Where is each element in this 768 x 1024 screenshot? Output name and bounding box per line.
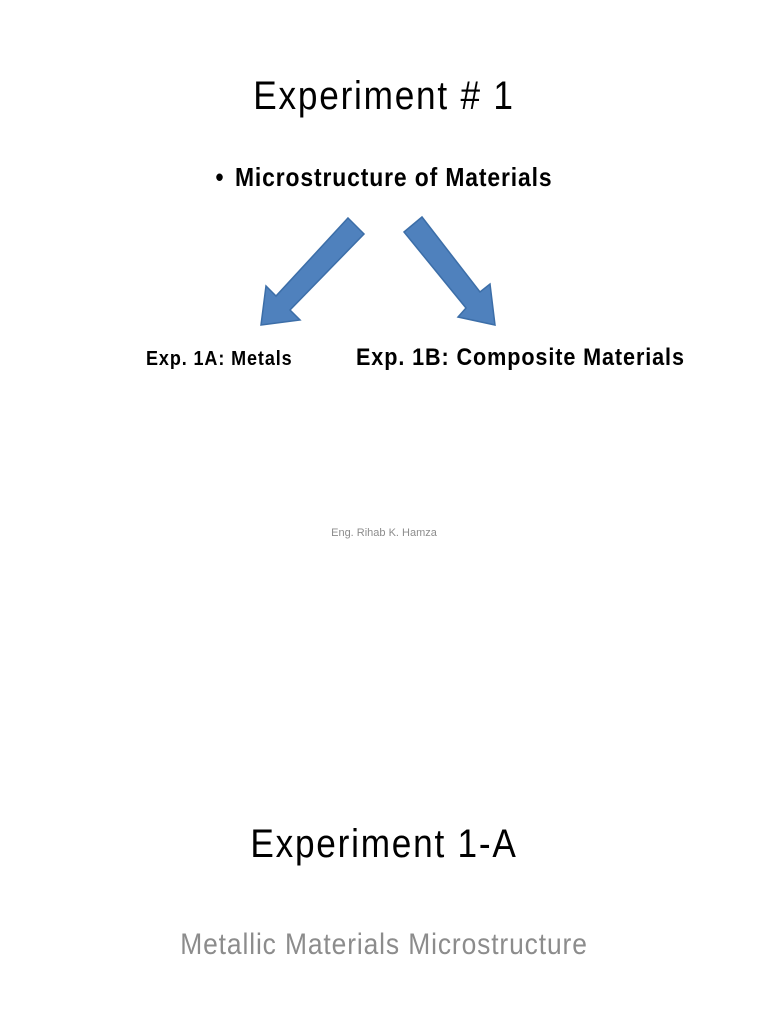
slide-experiment-1a: Experiment 1-A Metallic Materials Micros… [0, 780, 768, 1024]
branch-arrows [260, 215, 496, 326]
slide-experiment-1: Experiment # 1 • Microstructure of Materi… [46, 74, 722, 539]
bullet-dot-icon: • [215, 162, 225, 192]
branch-label-metals: Exp. 1A: Metals [146, 348, 293, 370]
bullet-item: • Microstructure of Materials [46, 162, 722, 193]
slide-footer-author: Eng. Rihab K. Hamza [331, 527, 437, 539]
slide-title: Experiment # 1 [253, 74, 515, 118]
slide-subtitle: Metallic Materials Microstructure [180, 928, 588, 961]
branch-label-composites: Exp. 1B: Composite Materials [356, 344, 685, 371]
slide-title: Experiment 1-A [250, 822, 518, 866]
arrow-down-right-icon [402, 215, 496, 326]
arrow-down-left-icon [260, 216, 366, 326]
bullet-text: Microstructure of Materials [234, 162, 553, 192]
